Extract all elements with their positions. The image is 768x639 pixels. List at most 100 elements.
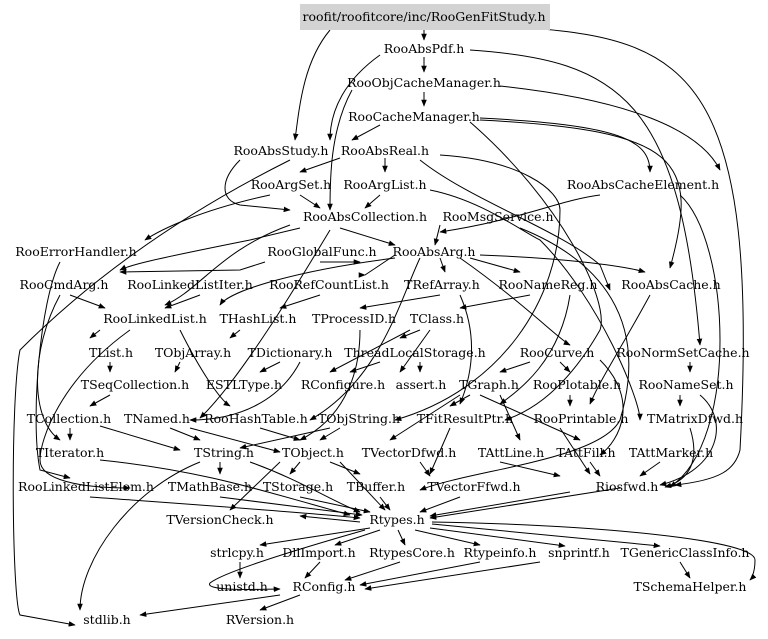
- edge: [99, 425, 181, 451]
- edge: [364, 561, 541, 591]
- edge: [69, 294, 106, 309]
- edge: [589, 461, 601, 477]
- node-rooarglist: RooArgList.h: [343, 177, 426, 192]
- edge: [449, 394, 471, 407]
- root-node: roofit/roofitcore/inc/RooGenFitStudy.h: [302, 9, 545, 24]
- edge: [139, 594, 281, 617]
- edge: [499, 294, 571, 405]
- node-roocurve: RooCurve.h: [520, 345, 595, 360]
- edge: [119, 227, 301, 271]
- edge: [429, 487, 621, 520]
- edge: [499, 85, 721, 171]
- node-tlist: TList.h: [89, 345, 133, 360]
- edge: [279, 294, 321, 309]
- edge: [99, 459, 351, 517]
- edge: [299, 194, 321, 209]
- edge: [364, 194, 381, 209]
- node-rooerrorhandler: RooErrorHandler.h: [15, 244, 136, 259]
- edge: [429, 527, 566, 548]
- node-rooabspdf: RooAbsPdf.h: [384, 41, 465, 56]
- edge: [399, 329, 431, 373]
- node-rooabsarg: RooAbsArg.h: [393, 244, 476, 259]
- edge: [164, 224, 291, 306]
- edge: [429, 189, 643, 421]
- node-tnamed: TNamed.h: [124, 411, 190, 426]
- edge: [164, 294, 201, 309]
- node-rooabscollection: RooAbsCollection.h: [303, 209, 427, 224]
- node-roolinkedlist: RooLinkedList.h: [103, 311, 207, 326]
- edge: [39, 329, 131, 491]
- node-strlcpy: strlcpy.h: [210, 545, 264, 560]
- edge: [459, 294, 531, 310]
- edge: [664, 427, 695, 488]
- edge: [174, 361, 181, 373]
- edge: [144, 194, 271, 241]
- edge: [304, 561, 321, 579]
- node-tobject: TObject.h: [282, 445, 344, 460]
- edge: [344, 561, 401, 581]
- node-roocmdarg: RooCmdArg.h: [20, 277, 109, 292]
- edge: [469, 257, 521, 273]
- edge: [679, 561, 691, 579]
- node-rooabscacheelement: RooAbsCacheElement.h: [567, 177, 719, 192]
- edge: [499, 361, 531, 373]
- node-rooargset: RooArgSet.h: [251, 177, 331, 192]
- edge: [419, 159, 611, 291]
- edge: [299, 496, 371, 514]
- edge: [89, 394, 111, 407]
- edge: [299, 329, 361, 441]
- node-rooabscache: RooAbsCache.h: [621, 277, 720, 292]
- edge: [359, 561, 481, 587]
- node-tobjstring: TObjString.h: [318, 411, 400, 426]
- node-tattline: TAttLine.h: [478, 445, 544, 460]
- edge: [259, 361, 281, 373]
- edge: [259, 527, 371, 547]
- edge: [399, 329, 421, 339]
- edge: [209, 529, 366, 592]
- node-tschemahelper: TSchemaHelper.h: [634, 579, 747, 594]
- edge: [309, 257, 421, 421]
- edge: [119, 261, 266, 275]
- node-rooplotable: RooPlotable.h: [533, 377, 621, 392]
- node-tstorage: TStorage.h: [263, 479, 333, 494]
- edge: [499, 394, 521, 441]
- node-tstring: TString.h: [194, 445, 254, 460]
- edge: [469, 49, 703, 346]
- node-tclass: TClass.h: [410, 311, 464, 326]
- edge: [414, 529, 481, 547]
- node-roolinkedlistiter: RooLinkedListIter.h: [127, 277, 253, 292]
- edge: [589, 294, 651, 405]
- node-roonamereg: RooNameReg.h: [499, 277, 598, 292]
- edge: [469, 121, 602, 421]
- edge: [529, 27, 744, 488]
- node-tmathbase: TMathBase.h: [168, 479, 252, 494]
- node-tattfill: TAttFill.h: [556, 445, 615, 460]
- node-tgenericclassinfo: TGenericClassInfo.h: [621, 545, 750, 560]
- edge: [479, 119, 682, 269]
- edge: [479, 117, 653, 173]
- edge: [559, 427, 591, 475]
- node-rooprintable: RooPrintable.h: [534, 411, 629, 426]
- node-rooglobalfunc: RooGlobalFunc.h: [267, 244, 376, 259]
- edge: [431, 521, 757, 581]
- node-tversioncheck: TVersionCheck.h: [166, 512, 273, 527]
- node-thashlist: THashList.h: [220, 311, 297, 326]
- node-estltype: ESTLType.h: [206, 377, 282, 392]
- node-roomsgservice: RooMsgService.h: [442, 209, 553, 224]
- node-tattmarker: TAttMarker.h: [629, 445, 713, 460]
- edge: [229, 329, 241, 339]
- edge: [89, 496, 361, 521]
- node-rconfigure: RConfigure.h: [301, 377, 385, 392]
- edge: [259, 427, 301, 441]
- edge: [189, 361, 301, 423]
- edge: [289, 461, 301, 475]
- node-roonameset: RooNameSet.h: [638, 377, 733, 392]
- edge: [77, 461, 201, 611]
- node-riosfwd: Riosfwd.h: [596, 479, 659, 494]
- node-roolinkedlistelem: RooLinkedListElem.h: [18, 479, 154, 494]
- edge: [12, 159, 291, 627]
- node-roohashtable: RooHashTable.h: [204, 411, 308, 426]
- node-tbuffer: TBuffer.h: [347, 479, 405, 494]
- edge: [433, 224, 441, 246]
- node-assert: assert.h: [396, 377, 447, 392]
